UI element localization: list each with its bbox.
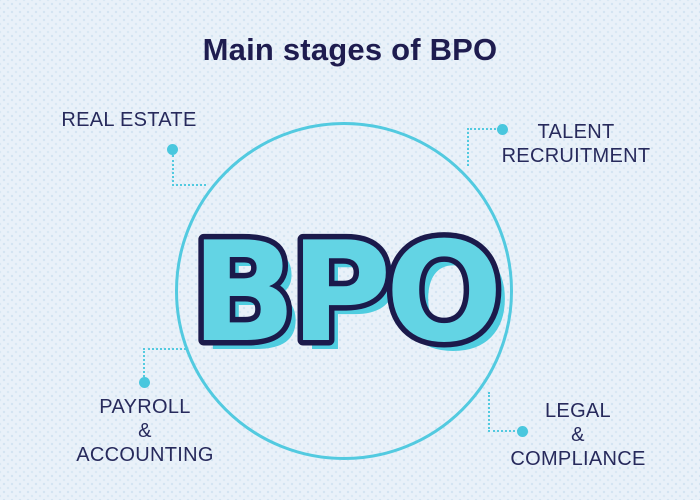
connector-legal-compliance: [488, 392, 519, 432]
stage-label-legal-compliance: LEGAL & COMPLIANCE: [478, 399, 678, 471]
connector-payroll-accounting: [143, 348, 186, 380]
connector-real-estate: [172, 155, 206, 186]
page-title: Main stages of BPO: [202, 32, 498, 67]
bpo-circle: [175, 122, 513, 460]
stage-label-line: ACCOUNTING: [76, 444, 214, 466]
stage-label-line: COMPLIANCE: [510, 448, 646, 470]
connector-dot-payroll-accounting: [139, 377, 150, 388]
connector-dot-real-estate: [167, 144, 178, 155]
bpo-text: BPO: [191, 212, 497, 373]
stage-label-line: &: [138, 420, 152, 442]
bpo-wordmark: BPO BPO: [186, 207, 512, 383]
stage-label-payroll-accounting: PAYROLL & ACCOUNTING: [45, 395, 245, 467]
stage-label-line: &: [571, 424, 585, 446]
stage-label-line: PAYROLL: [99, 396, 191, 418]
stage-label-line: LEGAL: [545, 400, 611, 422]
stage-label-line: RECRUITMENT: [501, 145, 651, 167]
connector-talent-recruitment: [467, 128, 499, 166]
stage-label-real-estate: REAL ESTATE: [29, 108, 229, 132]
connector-dot-legal-compliance: [517, 426, 528, 437]
connector-dot-talent-recruitment: [497, 124, 508, 135]
bpo-text-shadow: BPO: [200, 221, 506, 382]
stage-label-line: TALENT: [537, 121, 615, 143]
stage-label-talent-recruitment: TALENT RECRUITMENT: [476, 120, 676, 168]
stage-label-line: REAL ESTATE: [61, 109, 197, 131]
